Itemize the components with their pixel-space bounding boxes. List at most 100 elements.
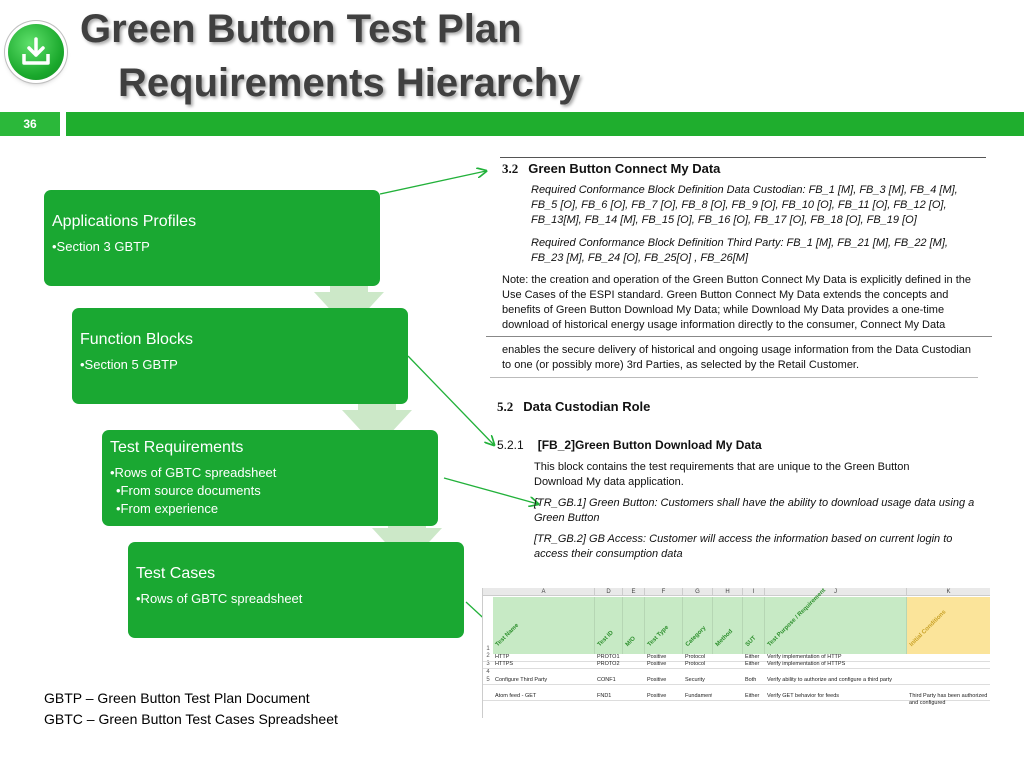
footnote-gbtp: GBTP – Green Button Test Plan Document <box>44 690 310 706</box>
box-bullet: •Section 3 GBTP <box>52 239 150 254</box>
box-heading: Function Blocks <box>80 331 193 348</box>
table-cell: Either <box>745 661 760 667</box>
title-line-2: Requirements Hierarchy <box>118 61 581 105</box>
table-cell: Third Party has been authorized and conf… <box>909 693 988 706</box>
table-cell: Either <box>745 693 760 699</box>
applications-profiles-box: Applications Profiles •Section 3 GBTP <box>44 190 380 286</box>
header-cell: Method <box>713 597 743 654</box>
row-number: 3 <box>486 661 490 667</box>
header-cell: Initial Conditions <box>907 597 990 654</box>
box-bullet: •Rows of GBTC spreadsheet <box>110 465 277 480</box>
title-line-1: Green Button Test Plan <box>80 7 522 51</box>
test-requirements-box: Test Requirements •Rows of GBTC spreadsh… <box>102 430 438 526</box>
table-cell: Either <box>745 654 760 660</box>
block-description: This block contains the test requirement… <box>534 461 910 488</box>
table-cell: HTTPS <box>495 661 514 667</box>
table-cell: Verify implementation of HTTP <box>767 654 842 660</box>
table-cell: Verify GET behavior for feeds <box>767 693 840 699</box>
test-cases-box: Test Cases •Rows of GBTC spreadsheet <box>128 542 464 638</box>
column-letter: G <box>683 588 713 596</box>
row-number: 2 <box>486 653 490 659</box>
divider <box>490 377 978 378</box>
slide-number: 36 <box>23 117 37 131</box>
custodian-requirements: Required Conformance Block Definition Da… <box>531 184 958 226</box>
column-letter: A <box>493 588 595 596</box>
header-cell: SUT <box>743 597 765 654</box>
header-cell: Test ID <box>595 597 623 654</box>
header-label: SUT <box>744 635 758 648</box>
slide-number-badge: 36 <box>0 112 60 136</box>
header-label: Initial Conditions <box>908 609 948 648</box>
table-cell: Positive <box>647 693 667 699</box>
column-letter: F <box>645 588 683 596</box>
column-letter: H <box>713 588 743 596</box>
footnote-gbtc: GBTC – Green Button Test Cases Spreadshe… <box>44 711 338 727</box>
column-letter: J <box>765 588 907 596</box>
row-divider <box>483 684 990 685</box>
box-heading: Applications Profiles <box>52 213 197 230</box>
arrow-requirements-to-tr <box>443 477 538 504</box>
table-cell: Configure Third Party <box>495 677 548 683</box>
section-note: Note: the creation and operation of the … <box>502 274 971 331</box>
header-label: M/O <box>624 635 638 648</box>
section-5-2-1-heading: 5.2.1[FB_2]Green Button Download My Data <box>497 438 762 452</box>
row-divider <box>483 661 990 662</box>
slide-title: Green Button Test Plan Requirements Hier… <box>80 2 580 110</box>
table-cell: PROTO1 <box>597 654 620 660</box>
table-cell: Protocol <box>685 654 706 660</box>
test-requirement-2: [TR_GB.2] GB Access: Customer will acces… <box>534 533 953 560</box>
section-note-continued: enables the secure delivery of historica… <box>502 344 971 371</box>
arrow-blocks-to-section <box>407 355 494 445</box>
table-cell: Both <box>745 677 757 683</box>
header-label: Test ID <box>596 629 615 648</box>
column-letter: I <box>743 588 765 596</box>
header-cell: Test Name <box>493 597 595 654</box>
box-bullet: •Rows of GBTC spreadsheet <box>136 591 303 606</box>
box-sub-bullet: •From source documents <box>116 483 261 498</box>
row-number: 1 <box>486 646 490 652</box>
table-cell: Fundamental <box>685 693 712 699</box>
row-divider <box>483 700 990 701</box>
column-letter: D <box>595 588 623 596</box>
box-sub-bullet: •From experience <box>116 501 219 516</box>
header-label: Category <box>684 625 708 648</box>
table-cell: Positive <box>647 661 667 667</box>
table-cell: Verify ability to authorize and configur… <box>767 677 893 683</box>
table-cell: Protocol <box>685 661 706 667</box>
header-label: Test Name <box>494 622 521 648</box>
box-heading: Test Requirements <box>110 439 244 456</box>
header-label: Test Type <box>646 624 671 648</box>
function-blocks-box: Function Blocks •Section 5 GBTP <box>72 308 408 404</box>
box-bullet: •Section 5 GBTP <box>80 357 178 372</box>
column-letter: E <box>623 588 645 596</box>
row-number: 4 <box>486 669 490 675</box>
row-number: 5 <box>486 677 490 683</box>
column-letter: K <box>907 588 990 596</box>
header-cell: Category <box>683 597 713 654</box>
table-cell: Positive <box>647 677 667 683</box>
table-cell: HTTP <box>495 654 510 660</box>
table-cell: FND1 <box>597 693 612 699</box>
header-cell: Test Purpose / Requirement <box>765 588 907 654</box>
footnotes: GBTP – Green Button Test Plan Document G… <box>44 688 338 730</box>
box-heading: Test Cases <box>136 565 216 582</box>
header-label: Test Purpose / Requirement <box>766 588 828 648</box>
header-cell: M/O <box>623 597 645 654</box>
row-divider <box>483 668 990 669</box>
divider <box>500 157 986 158</box>
table-cell: PROTO2 <box>597 661 620 667</box>
arrow-profiles-to-section <box>379 171 486 195</box>
green-button-logo <box>8 24 64 80</box>
table-cell: Security <box>685 677 705 683</box>
header-label: Method <box>714 628 735 648</box>
table-cell: Verify implementation of HTTPS <box>767 661 846 667</box>
download-tray-icon <box>22 37 50 65</box>
table-cell: Atom feed - GET <box>495 693 537 699</box>
header-cell: Test Type <box>645 597 683 654</box>
table-cell: Positive <box>647 654 667 660</box>
test-requirement-1: [TR_GB.1] Green Button: Customers shall … <box>534 497 975 524</box>
